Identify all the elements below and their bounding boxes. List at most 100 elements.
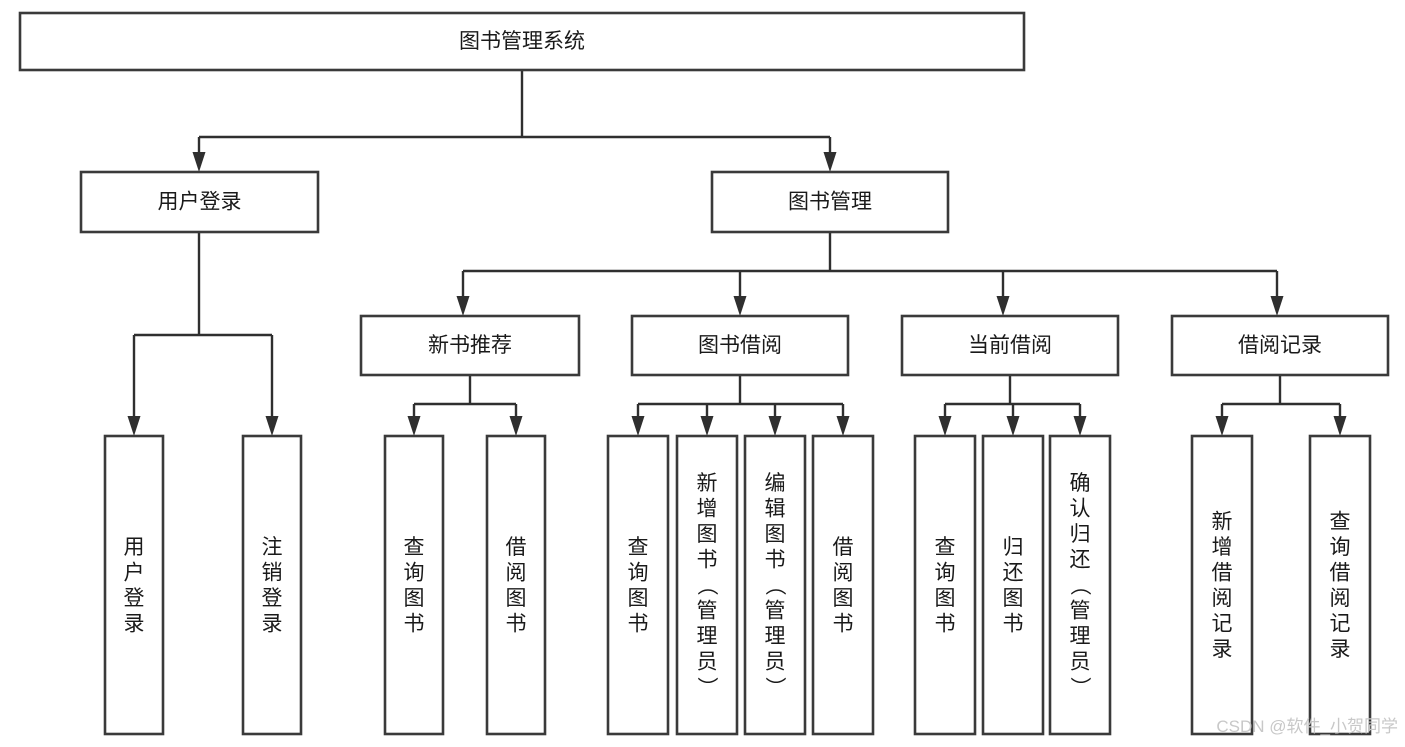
- node-label-char: 书: [404, 612, 425, 635]
- node-label: 图书管理: [788, 191, 872, 214]
- node-label-char: 书: [1003, 612, 1024, 635]
- node-root[interactable]: 图书管理系统: [18, 11, 1026, 72]
- node-label: 用户登录: [158, 191, 242, 214]
- node-box[interactable]: [811, 434, 875, 736]
- node-label-char: 辑: [765, 498, 786, 521]
- node-label-char: （: [1068, 575, 1091, 596]
- arrowhead-icon: [700, 416, 714, 436]
- node-label-char: 图: [1003, 587, 1024, 610]
- node-box[interactable]: [359, 314, 581, 377]
- node-label-char: 图: [628, 587, 649, 610]
- csdn-watermark: CSDN @软件_小贺同学: [1216, 717, 1398, 736]
- node-label-char: 阅: [1330, 587, 1351, 610]
- node-label-char: 询: [628, 561, 649, 584]
- node-label-char: 归: [1070, 523, 1091, 546]
- node-label-char: 书: [935, 612, 956, 635]
- edge-group-root-to-level1: [192, 70, 837, 172]
- node-box[interactable]: [241, 434, 303, 736]
- arrowhead-icon: [1333, 416, 1347, 436]
- node-box[interactable]: [18, 11, 1026, 72]
- node-box[interactable]: [1048, 434, 1112, 736]
- node-label-char: 管: [1070, 600, 1091, 623]
- node-box[interactable]: [383, 434, 445, 736]
- node-book-manage[interactable]: 图书管理: [710, 170, 950, 234]
- node-label-char: 登: [124, 587, 145, 610]
- node-leaf-user-login[interactable]: 用户登录: [103, 434, 165, 736]
- node-label-char: 新: [1212, 510, 1233, 533]
- node-box[interactable]: [1170, 314, 1390, 377]
- node-box[interactable]: [79, 170, 320, 234]
- node-box[interactable]: [900, 314, 1120, 377]
- node-box[interactable]: [630, 314, 850, 377]
- arrowhead-icon: [768, 416, 782, 436]
- edge-group-new-book-recommend-to-leaves: [407, 375, 523, 436]
- node-label-char: 确: [1070, 472, 1091, 495]
- edge-group-book-borrow-to-leaves: [631, 375, 850, 436]
- node-label-char: 书: [628, 612, 649, 635]
- node-label: 当前借阅: [968, 334, 1052, 357]
- node-user-login[interactable]: 用户登录: [79, 170, 320, 234]
- node-book-borrow[interactable]: 图书借阅: [630, 314, 850, 377]
- node-label-char: 编: [765, 472, 786, 495]
- node-borrow-record[interactable]: 借阅记录: [1170, 314, 1390, 377]
- node-label-char: 管: [765, 600, 786, 623]
- node-label-char: 图: [935, 587, 956, 610]
- node-label: 借阅记录: [1238, 334, 1322, 357]
- node-label-char: 书: [506, 612, 527, 635]
- arrowhead-icon: [1215, 416, 1229, 436]
- node-box[interactable]: [1308, 434, 1372, 736]
- node-label-char: 理: [1070, 625, 1091, 648]
- node-box[interactable]: [743, 434, 807, 736]
- node-current-borrow[interactable]: 当前借阅: [900, 314, 1120, 377]
- node-box[interactable]: [981, 434, 1045, 736]
- node-label-char: 阅: [506, 561, 527, 584]
- node-box[interactable]: [606, 434, 670, 736]
- node-label-char: 借: [506, 536, 527, 559]
- node-new-book-recommend[interactable]: 新书推荐: [359, 314, 581, 377]
- node-box[interactable]: [485, 434, 547, 736]
- node-box[interactable]: [103, 434, 165, 736]
- node-box[interactable]: [913, 434, 977, 736]
- node-label-char: 用: [124, 536, 145, 559]
- node-label-char: ）: [763, 677, 786, 698]
- arrowhead-icon: [631, 416, 645, 436]
- node-label-char: 查: [404, 536, 425, 559]
- node-label-char: 管: [697, 600, 718, 623]
- arrowhead-icon: [407, 416, 421, 436]
- arrowhead-icon: [836, 416, 850, 436]
- node-label-char: 询: [935, 561, 956, 584]
- node-label-char: 记: [1212, 612, 1233, 635]
- node-label-char: 借: [1330, 561, 1351, 584]
- edge-group-borrow-record-to-leaves: [1215, 375, 1347, 436]
- node-label-char: 户: [124, 561, 145, 584]
- arrowhead-icon: [996, 296, 1010, 316]
- node-label-char: 查: [1330, 510, 1351, 533]
- node-box[interactable]: [710, 170, 950, 234]
- node-label-char: 询: [404, 561, 425, 584]
- node-label-char: 图: [506, 587, 527, 610]
- edge-group-user-login-to-leaves: [127, 232, 279, 436]
- node-label-char: 理: [697, 625, 718, 648]
- node-box[interactable]: [675, 434, 739, 736]
- node-label-char: 录: [124, 612, 145, 635]
- node-label-char: 借: [833, 536, 854, 559]
- node-label-char: 询: [1330, 536, 1351, 559]
- node-box[interactable]: [1190, 434, 1254, 736]
- node-label-char: 阅: [1212, 587, 1233, 610]
- edges-layer: [127, 70, 1347, 436]
- arrowhead-icon: [456, 296, 470, 316]
